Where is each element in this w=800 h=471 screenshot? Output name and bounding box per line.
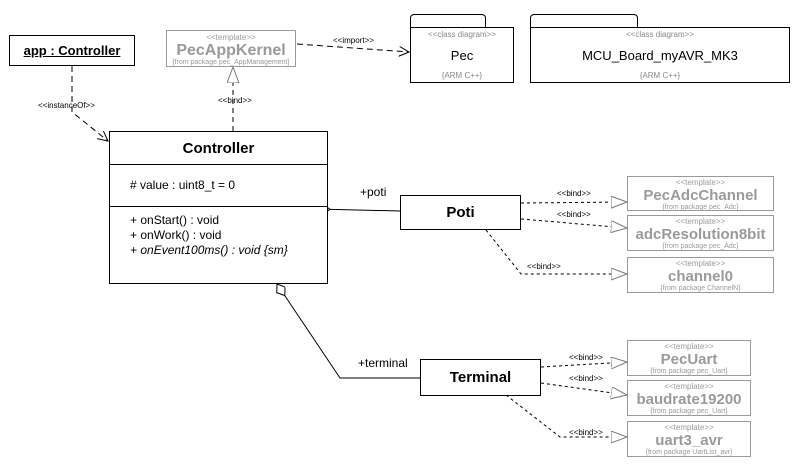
template-name: PecUart [660,351,718,368]
template-source: {from package pec_Uart} [650,408,728,415]
package-name: MCU_Board_myAVR_MK3 [582,48,738,63]
terminal-association [277,284,420,379]
template-source: {from package UartList_avr} [645,449,733,456]
template-source: {from package pec_AppManagement} [172,59,290,66]
template-source: {from package pec_Adc} [662,204,739,211]
controller-class[interactable]: Controller # value : uint8_t = 0 + onSta… [109,131,328,284]
bind-terminal-baudrate [540,382,627,395]
app-controller-label: app : Controller [23,43,121,58]
mcu-package-tab [530,14,638,28]
import-label: <<import>> [333,36,374,45]
bind-label-kernel: <<bind>> [218,96,252,105]
package-tag: {ARM C++} [441,71,483,80]
class-name: Controller [110,132,327,165]
operation-onevent100ms: + onEvent100ms() : void {sm} [130,243,288,257]
bind-terminal-uart3 [505,394,627,437]
operation-onwork: + onWork() : void [130,228,222,242]
stereotype-label: <<template>> [675,178,726,187]
package-tag: {ARM C++} [639,71,681,80]
bind-label-uart3: <<bind>> [569,428,603,437]
bind-poti-adcresolution [520,218,627,228]
instanceof-label: <<instanceOf>> [38,101,95,110]
template-source: {from package pec_Uart} [650,368,728,375]
instanceof-dependency [71,66,108,141]
pec-uart-template[interactable]: <<template>> PecUart {from package pec_U… [627,340,751,376]
template-name: uart3_avr [655,432,723,449]
pec-package[interactable]: <<class diagram>> Pec {ARM C++} [410,27,514,83]
bind-label-channel0: <<bind>> [527,262,561,271]
pec-package-tab [410,14,486,28]
mcu-board-package[interactable]: <<class diagram>> MCU_Board_myAVR_MK3 {A… [530,27,790,83]
import-dependency [296,43,409,52]
pec-app-kernel-template[interactable]: <<template>> PecAppKernel {from package … [166,30,296,67]
template-name: PecAppKernel [176,42,286,59]
attribute-compartment: # value : uint8_t = 0 [110,165,327,207]
attribute-value: # value : uint8_t = 0 [130,178,236,192]
app-controller-object[interactable]: app : Controller [9,35,135,66]
uart3-avr-template[interactable]: <<template>> uart3_avr {from package Uar… [627,421,751,457]
stereotype-label: <<class diagram>> [625,30,695,39]
template-source: {from package pec_Adc} [662,243,739,250]
bind-label-adcresolution: <<bind>> [557,210,591,219]
stereotype-label: <<template>> [664,423,714,432]
baudrate-template[interactable]: <<template>> baudrate19200 {from package… [627,380,751,416]
class-name: Terminal [449,369,512,386]
poti-association [316,209,401,211]
terminal-role-label: +terminal [358,356,408,370]
bind-terminal-pecuart [540,362,627,367]
operation-compartment: + onStart() : void + onWork() : void + o… [110,207,327,258]
bind-poti-adcchannel [520,202,627,203]
stereotype-label: <<template>> [675,217,726,226]
adc-resolution-template[interactable]: <<template>> adcResolution8bit {from pac… [627,215,774,251]
stereotype-label: <<template>> [664,382,714,391]
operation-onstart: + onStart() : void [130,213,220,227]
poti-role-label: +poti [360,185,387,199]
template-name: channel0 [667,268,734,285]
channel0-template[interactable]: <<template>> channel0 {from package Chan… [627,257,774,293]
template-name: baudrate19200 [636,391,742,408]
bind-label-adcchannel: <<bind>> [557,189,591,198]
template-name: PecAdcChannel [643,187,758,204]
class-name: Poti [446,204,475,221]
bind-label-baudrate: <<bind>> [569,374,603,383]
stereotype-label: <<template>> [206,33,256,42]
stereotype-label: <<template>> [664,342,714,351]
bind-label-pecuart: <<bind>> [569,353,603,362]
terminal-class[interactable]: Terminal [420,359,541,396]
poti-class[interactable]: Poti [400,195,521,230]
template-name: adcResolution8bit [635,226,766,243]
stereotype-label: <<template>> [675,259,726,268]
pec-adc-channel-template[interactable]: <<template>> PecAdcChannel {from package… [627,176,774,211]
template-source: {from package ChannelN} [660,285,741,292]
bind-poti-channel0 [485,229,627,274]
stereotype-label: <<class diagram>> [427,30,497,39]
package-name: Pec [450,48,474,63]
